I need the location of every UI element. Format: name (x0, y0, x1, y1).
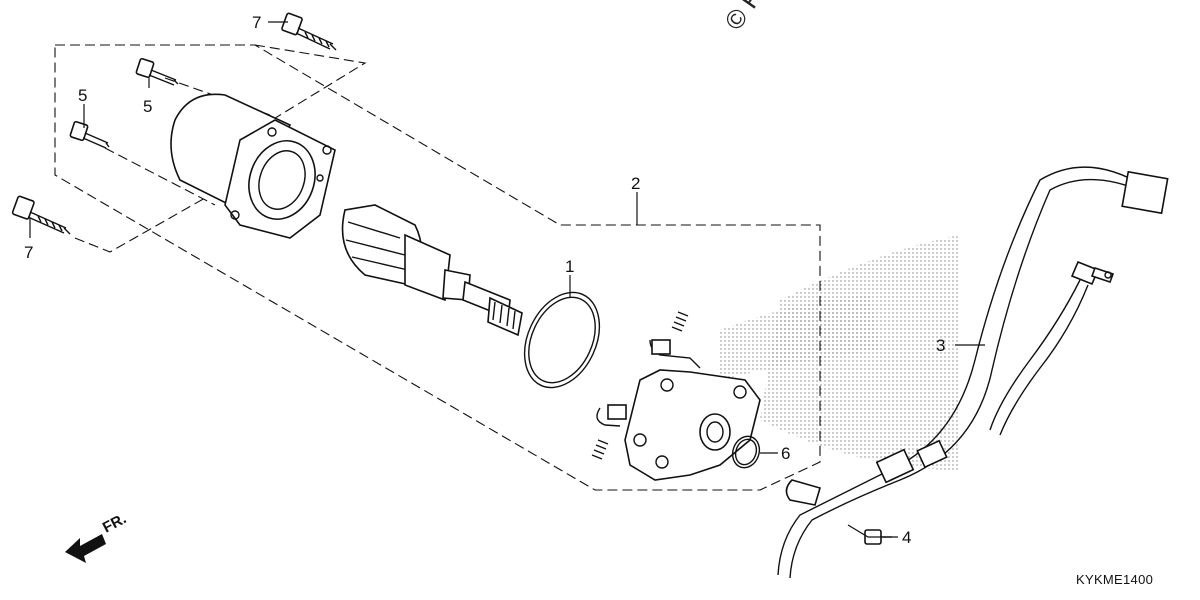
front-direction-arrow: FR. (65, 510, 129, 563)
copyright-watermark: © Pa (718, 0, 776, 35)
bolt-7-top[interactable] (281, 12, 337, 51)
front-direction-label: FR. (100, 510, 129, 536)
bolt-7-lower[interactable] (11, 195, 71, 235)
armature[interactable] (341, 204, 523, 337)
callout-7: 7 (252, 13, 261, 32)
starter-cable[interactable] (777, 166, 1169, 579)
leader-lines (29, 21, 985, 538)
callout-3: 3 (936, 336, 945, 355)
callout-5: 5 (143, 97, 152, 116)
alignment-line (104, 147, 216, 206)
callout-5: 5 (78, 86, 87, 105)
end-cover[interactable] (591, 311, 761, 481)
diagram-code: KYKME1400 (1076, 572, 1153, 587)
callout-7: 7 (24, 243, 33, 262)
o-ring-large[interactable] (510, 280, 614, 399)
bolt-5-lower[interactable] (69, 120, 110, 149)
wing-logo-watermark (720, 235, 960, 470)
motor-housing[interactable] (170, 93, 336, 239)
bolt-bracket-upper (254, 44, 367, 121)
callout-4: 4 (902, 528, 911, 547)
assembly-boundary (54, 44, 821, 491)
callout-1: 1 (565, 257, 574, 276)
callout-6: 6 (781, 444, 790, 463)
bolt-bracket-lower (74, 197, 206, 253)
o-ring-small[interactable] (728, 433, 763, 472)
callout-2: 2 (631, 174, 640, 193)
bolt-5-upper[interactable] (135, 57, 179, 86)
